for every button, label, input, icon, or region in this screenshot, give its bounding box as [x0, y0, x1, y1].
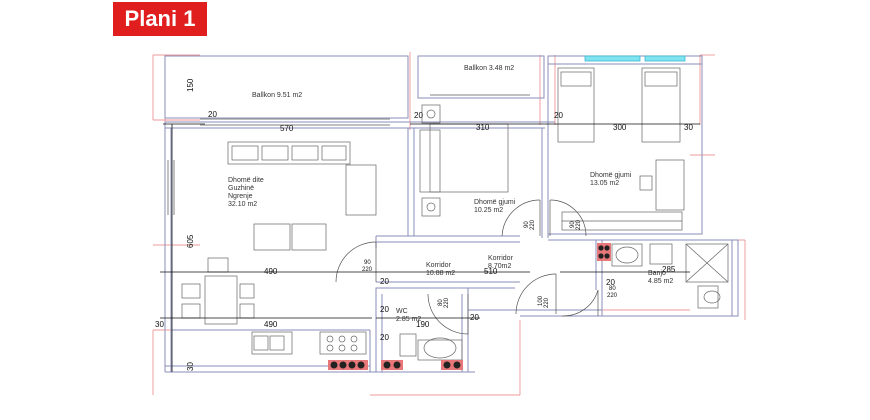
door5-w: 100 — [538, 295, 544, 306]
dim-20g: 20 — [380, 277, 389, 286]
dim-30b: 30 — [155, 320, 164, 329]
dim-30c: 30 — [186, 362, 195, 371]
appliances — [328, 243, 611, 370]
doors — [335, 199, 599, 335]
door-labels: 90 220 90 220 90 220 80 220 100 220 80 2… — [362, 219, 618, 308]
plan-title-badge: Plani 1 — [113, 2, 207, 36]
door3-h: 220 — [576, 219, 582, 230]
door2-w: 90 — [524, 221, 530, 228]
dim-570: 570 — [280, 124, 294, 133]
furniture — [181, 67, 729, 361]
dim-490a: 490 — [264, 267, 278, 276]
label-corridor2-2: 8.70m2 — [488, 263, 511, 270]
dim-20b: 20 — [414, 111, 423, 120]
door5-h: 220 — [544, 297, 550, 308]
walls — [164, 55, 739, 373]
label-balcony1: Ballkon 9.51 m2 — [252, 92, 302, 99]
label-corridor2-1: Korridor — [488, 255, 514, 262]
window-cyan-2 — [644, 55, 686, 62]
dim-20c: 20 — [554, 111, 563, 120]
axis-lines — [152, 52, 746, 396]
label-bath-1: Banjo — [648, 270, 666, 277]
window-cyan — [584, 55, 641, 62]
dim-20d: 20 — [380, 305, 389, 314]
label-balcony2: Ballkon 3.48 m2 — [464, 65, 514, 72]
dimension-ticks — [160, 123, 700, 372]
label-bath-2: 4.85 m2 — [648, 278, 673, 285]
dim-190: 190 — [416, 320, 430, 329]
door4-w: 80 — [438, 299, 444, 306]
dim-30a: 30 — [684, 123, 693, 132]
dim-510: 510 — [484, 267, 498, 276]
door2-h: 220 — [530, 219, 536, 230]
dim-150: 150 — [186, 78, 195, 92]
label-living-4: 32.10 m2 — [228, 201, 257, 208]
label-living-3: Ngrenje — [228, 193, 253, 200]
label-living-2: Guzhinë — [228, 185, 254, 192]
label-wc-1: WC — [396, 308, 408, 315]
door1-w: 90 — [364, 260, 371, 266]
dimension-labels: 150 20 570 20 310 20 300 30 605 490 510 … — [155, 78, 693, 371]
windows — [167, 94, 530, 215]
door1-h: 220 — [362, 267, 373, 273]
label-corridor1-1: Korridor — [426, 262, 452, 269]
dim-20e: 20 — [470, 313, 479, 322]
door6-h: 220 — [607, 293, 618, 299]
dim-20a: 20 — [208, 110, 217, 119]
dim-20f: 20 — [380, 333, 389, 342]
label-corridor1-2: 10.88 m2 — [426, 270, 455, 277]
door6-w: 80 — [609, 286, 616, 292]
label-bedroom1-2: 10.25 m2 — [474, 207, 503, 214]
door3-w: 90 — [570, 221, 576, 228]
label-bedroom2-1: Dhomë gjumi — [590, 172, 632, 179]
door4-h: 220 — [444, 297, 450, 308]
dim-310: 310 — [476, 123, 490, 132]
dim-490b: 490 — [264, 320, 278, 329]
label-living-1: Dhomë dite — [228, 177, 264, 184]
label-wc-2: 2.85 m2 — [396, 316, 421, 323]
room-labels: Ballkon 9.51 m2 Ballkon 3.48 m2 Dhomë di… — [228, 65, 673, 323]
dim-300: 300 — [613, 123, 627, 132]
dim-285: 285 — [662, 265, 676, 274]
dim-605: 605 — [186, 234, 195, 248]
label-bedroom1-1: Dhomë gjumi — [474, 199, 516, 206]
dim-20h: 20 — [606, 278, 615, 287]
label-bedroom2-2: 13.05 m2 — [590, 180, 619, 187]
